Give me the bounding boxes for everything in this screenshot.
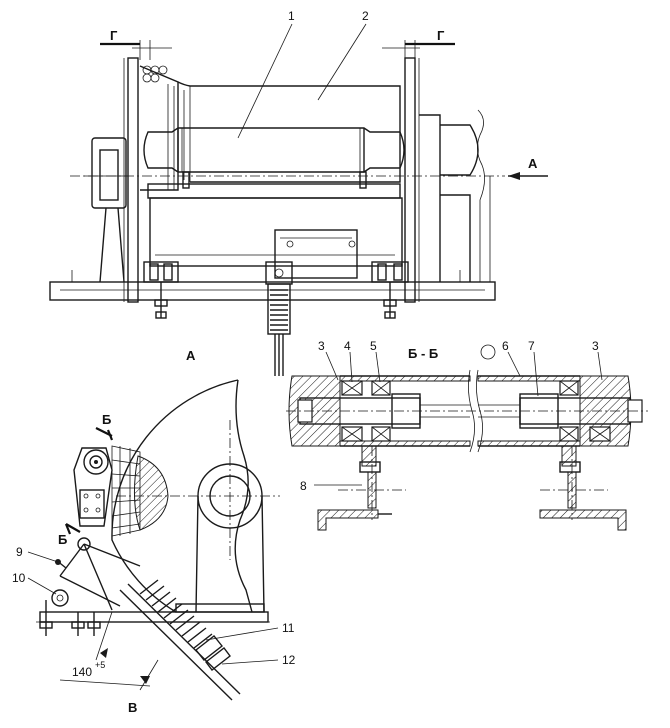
left-bearing-hub [84, 137, 128, 283]
callout-4: 4 [344, 339, 351, 353]
callout-7: 7 [528, 339, 535, 353]
section-bb: Б - Б [286, 339, 648, 531]
carriage-frame [147, 171, 403, 279]
roller [143, 127, 405, 173]
view-arrow-a: А [508, 156, 548, 180]
view-a: А [12, 348, 296, 715]
view-a-title: А [186, 348, 196, 363]
section-bb-title: Б - Б [408, 346, 438, 361]
spring-tensioner [265, 261, 293, 376]
callout-3-right: 3 [592, 339, 599, 353]
cable-wrap-section [111, 445, 141, 537]
tension-lever [51, 447, 141, 611]
right-bolt-bracket [371, 261, 409, 319]
dimension-value: 140 [72, 665, 92, 679]
dimension-140: 140 +5 [59, 611, 159, 691]
section-label-g-left: Г [110, 28, 118, 43]
section-mark-b-upper: Б [102, 412, 111, 427]
left-bolt-bracket [143, 261, 179, 319]
callout-3-left: 3 [318, 339, 325, 353]
section-label-g-right: Г [437, 28, 445, 43]
callout-2: 2 [362, 9, 369, 23]
callout-5: 5 [370, 339, 377, 353]
callout-1: 1 [288, 9, 295, 23]
callout-10: 10 [12, 571, 26, 585]
main-drum [177, 81, 401, 183]
section-line-g-left: Г [100, 28, 172, 60]
callout-8: 8 [300, 479, 307, 493]
view-label-b: В [128, 700, 137, 715]
view-arrow-label: А [528, 156, 538, 171]
right-side-housing [419, 109, 491, 282]
callout-11: 11 [282, 621, 295, 635]
callout-12: 12 [282, 653, 296, 667]
section-mark-b-lower: Б [58, 532, 67, 547]
spring-assembly [119, 579, 241, 701]
top-view-drum-assembly: Г Г А 1 2 [49, 9, 548, 376]
section-line-g-right: Г [382, 28, 455, 60]
callout-6: 6 [502, 339, 509, 353]
dimension-tolerance: +5 [95, 660, 105, 670]
callout-9: 9 [16, 545, 23, 559]
cable-coils [139, 65, 179, 191]
